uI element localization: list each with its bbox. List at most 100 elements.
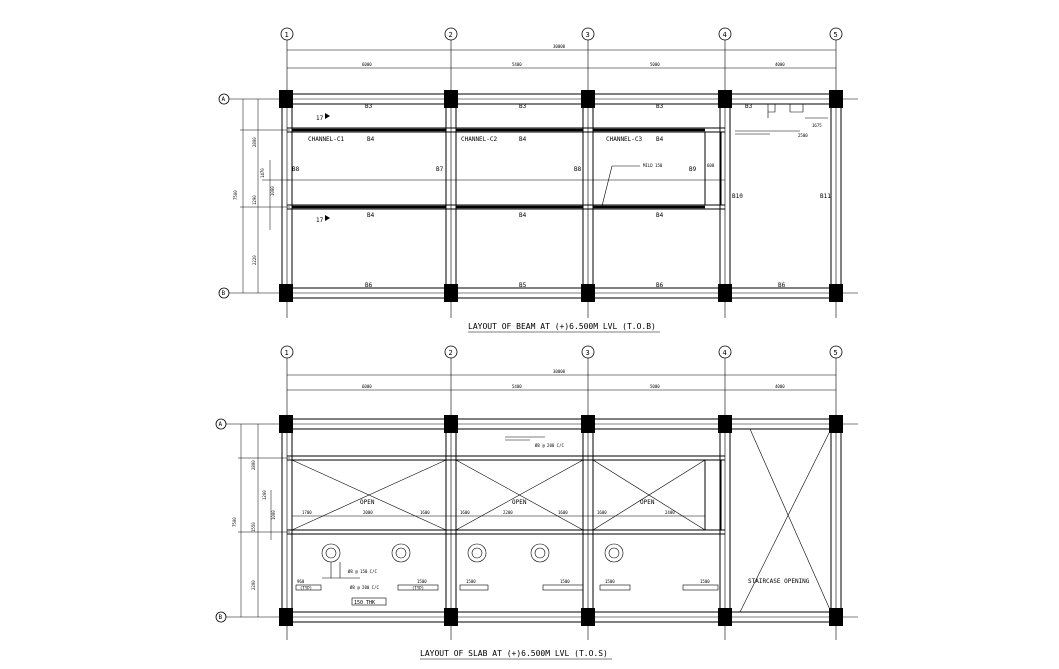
side2-dim-2800: 2800 [251, 460, 256, 470]
beam-B7: B7 [436, 166, 444, 173]
bay-dim-2: 5400 [512, 62, 522, 67]
note-600: 600 [707, 163, 715, 168]
bay2-dim-2: 5400 [512, 384, 522, 389]
grid-label-1: 1 [285, 31, 289, 39]
plan2-title: LAYOUT OF SLAB AT (+)6.500M LVL (T.O.S) [420, 649, 608, 658]
grid-label-B: B [222, 290, 226, 297]
beam-B6-3: B6 [778, 282, 786, 289]
plan1-title: LAYOUT OF BEAM AT (+)6.500M LVL (T.O.B) [468, 322, 656, 331]
grid2-label-1: 1 [285, 349, 289, 357]
beam-B6-2: B6 [656, 282, 664, 289]
side2-dim-2200: 2200 [251, 580, 256, 590]
channel-c1: CHANNEL-C1 [308, 136, 345, 143]
columns-plan2 [279, 415, 843, 626]
panel-dim-6: 1600 [558, 510, 568, 515]
beam-B4-u1: B4 [367, 136, 375, 143]
bay2-dim-1: 6000 [362, 384, 372, 389]
beam-B5: B5 [519, 282, 527, 289]
beam-B4-l2: B4 [519, 212, 527, 219]
side2-dim-1200: 1200 [262, 490, 267, 500]
open-crosses [291, 428, 832, 613]
pipe-openings [321, 543, 624, 579]
beam-B4-l1: B4 [367, 212, 375, 219]
grid-label-3: 3 [586, 31, 590, 39]
typ-dim-5: 1500 [605, 579, 615, 584]
open-label-3: OPEN [640, 499, 655, 506]
typ-dim-6: 1500 [700, 579, 710, 584]
panel-dim-5: 2200 [503, 510, 513, 515]
section-mark-1: 17 [316, 115, 324, 122]
typ-dim-3: 1500 [466, 579, 476, 584]
note-2500: 2500 [798, 133, 808, 138]
beam-B3-2: B3 [519, 103, 527, 110]
side-dim-2220: 2220 [252, 255, 257, 265]
slab-layout-plan: 1 2 3 4 5 30000 6000 5400 5000 4000 A B [215, 345, 858, 660]
beam-B4-u2: B4 [519, 136, 527, 143]
grid-bubbles-top-2: 1 2 3 4 5 [280, 345, 843, 359]
beam-B8-2: B8 [574, 166, 582, 173]
panel-dim-2: 2000 [363, 510, 373, 515]
beam-B4-u3: B4 [656, 136, 664, 143]
side-dim-1000: 1000 [270, 186, 275, 196]
note-1675: 1675 [812, 123, 822, 128]
beam-B3-3: B3 [656, 103, 664, 110]
side2-dim-1000: 1000 [271, 510, 276, 520]
grid2-label-3: 3 [586, 349, 590, 357]
grid2-label-4: 4 [723, 349, 727, 357]
open-label-1: OPEN [360, 499, 375, 506]
beam-B3-1: B3 [365, 103, 373, 110]
overall-dim-2: 30000 [553, 369, 566, 374]
beam-B6-1: B6 [365, 282, 373, 289]
grid2-label-2: 2 [449, 349, 453, 357]
side-dim-7500: 7500 [233, 190, 238, 200]
beam-B10: B10 [732, 193, 743, 200]
section-mark-2: 17 [316, 217, 324, 224]
side2-dim-1550: 1550 [251, 522, 256, 532]
channel-c3: CHANNEL-C3 [606, 136, 643, 143]
overall-dim-1: 30000 [553, 44, 566, 49]
beam-B9: B9 [689, 166, 697, 173]
panel-dim-7: 1600 [597, 510, 607, 515]
rebar-note-1: Ø8 @ 200 C/C [535, 443, 564, 448]
bay-dim-1: 6000 [362, 62, 372, 67]
grid-bubbles-top-1: 1 2 3 4 5 [280, 27, 843, 41]
channel-c2: CHANNEL-C2 [461, 136, 498, 143]
open-label-2: OPEN [512, 499, 527, 506]
bay2-dim-4: 4000 [775, 384, 785, 389]
rebar-note-2: Ø8 @ 150 C/C [348, 569, 377, 574]
beam-layout-plan: 1 2 3 4 5 30000 6000 5400 5000 4000 A B [218, 27, 858, 333]
grid-label-4: 4 [723, 31, 727, 39]
side-dim-1290: 1290 [252, 195, 257, 205]
staircase-label: STAIRCASE OPENING [748, 578, 810, 585]
side-dim-2800: 2800 [252, 137, 257, 147]
grid2-label-5: 5 [834, 349, 838, 357]
bay2-dim-3: 5000 [650, 384, 660, 389]
beam-B8-1: B8 [292, 166, 300, 173]
typ-dim-1: 960 [297, 579, 305, 584]
grid2-label-B: B [219, 614, 223, 621]
grid-label-5: 5 [834, 31, 838, 39]
side-dim-1470: 1470 [260, 168, 265, 178]
panel-dim-1: 1700 [302, 510, 312, 515]
beam-B11: B11 [820, 193, 831, 200]
typ-dim-2: 1500 [417, 579, 427, 584]
grid-label-A: A [222, 96, 226, 103]
grid-label-2: 2 [449, 31, 453, 39]
columns-plan1 [279, 90, 843, 302]
side2-dim-7500: 7500 [232, 517, 237, 527]
typ-label-2: (TYP) [412, 586, 424, 591]
typ-dim-4: 1500 [560, 579, 570, 584]
panel-dim-3: 1600 [420, 510, 430, 515]
rebar-note-3: Ø8 @ 200 C/C [350, 585, 379, 590]
grid2-label-A: A [219, 421, 223, 428]
beam-B4-l3: B4 [656, 212, 664, 219]
panel-dim-8: 2400 [665, 510, 675, 515]
slab-thickness: 150 THK [354, 600, 375, 606]
panel-dim-4: 1600 [460, 510, 470, 515]
bay-dim-4: 4000 [775, 62, 785, 67]
typ-label-1: (TYP) [300, 586, 312, 591]
bay-dim-3: 5000 [650, 62, 660, 67]
note-mild: MILD 150 [643, 163, 663, 168]
beam-B3-4: B3 [745, 103, 753, 110]
